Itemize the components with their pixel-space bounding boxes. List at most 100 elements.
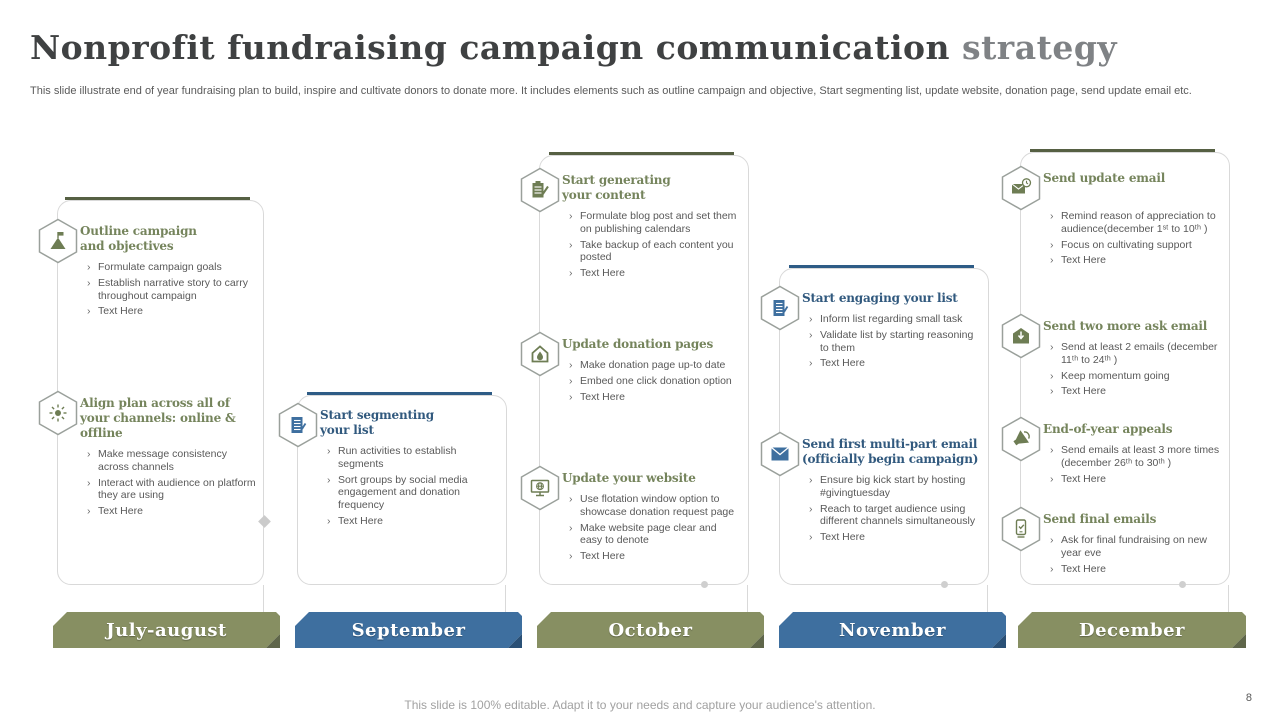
month-bar-september: September (295, 612, 522, 648)
task-section: Start generating your content ›Formulate… (520, 167, 749, 283)
task-section: End-of-year appeals ›Send emails at leas… (1001, 416, 1230, 488)
section-title: Start generating your content (562, 173, 671, 202)
bullet-item: ›Text Here (327, 514, 383, 527)
footer-note: This slide is 100% editable. Adapt it to… (404, 698, 876, 712)
envelope-icon (760, 431, 800, 477)
task-section: Update donation pages ›Make donation pag… (520, 331, 749, 406)
month-label: July-august (106, 619, 227, 641)
monitor-globe-icon (520, 465, 560, 511)
page-title: Nonprofit fundraising campaign communica… (30, 28, 1117, 67)
section-title: Update donation pages (562, 337, 714, 351)
task-section: Send final emails ›Ask for final fundrai… (1001, 506, 1230, 578)
bullet-item: ›Sort groups by social media engagement … (327, 473, 468, 512)
dot-marker (941, 581, 948, 588)
bullet-item: ›Text Here (87, 505, 143, 518)
task-section: Align plan across all of your channels: … (38, 390, 264, 521)
page-number: 8 (1245, 692, 1252, 704)
section-title: Send first multi-part email (officially … (802, 437, 979, 466)
month-label: September (351, 619, 466, 641)
task-section: Outline campaign and objectives ›Formula… (38, 218, 264, 321)
phone-check-icon (1001, 506, 1041, 552)
task-section: Send update email ›Remind reason of appr… (1001, 165, 1230, 270)
bullet-item: ›Make donation page up-to date (569, 359, 726, 371)
bullet-list: ›Use flotation window option to showcase… (539, 493, 741, 563)
task-section: Send two more ask email ›Send at least 2… (1001, 313, 1230, 401)
month-bar-july-august: July-august (53, 612, 280, 648)
connector-line (263, 585, 264, 613)
bullet-item: ›Take backup of each content you posted (569, 238, 734, 264)
timeline-column-october: Start generating your content ›Formulate… (520, 0, 749, 660)
bullet-item: ›Formulate blog post and set them on pub… (569, 210, 737, 235)
bullet-item: ›Inform list regarding small task (809, 313, 963, 325)
task-section: Send first multi-part email (officially … (760, 431, 989, 547)
bullet-item: ›Run activities to establish segments (327, 445, 457, 470)
slide-description: This slide illustrate end of year fundra… (30, 85, 1192, 97)
bullet-item: ›Make message consistency across channel… (87, 448, 227, 473)
bullet-list: ›Make message consistency across channel… (57, 448, 256, 518)
bullet-item: ›Keep momentum going (1050, 369, 1170, 382)
title-highlight: strategy (961, 28, 1118, 67)
section-title: Align plan across all of your channels: … (80, 396, 236, 440)
bullet-list: ›Send emails at least 3 more times (dece… (1020, 444, 1222, 485)
section-title: Update your website (562, 471, 696, 485)
connector-line (747, 585, 748, 613)
section-title: Send final emails (1043, 512, 1157, 526)
checklist-icon (760, 285, 800, 331)
bullet-item: ›Text Here (569, 390, 625, 403)
task-section: Start segmenting your list ›Run activiti… (278, 402, 507, 531)
bullet-item: ›Use flotation window option to showcase… (569, 493, 735, 518)
bullet-item: ›Text Here (569, 550, 625, 563)
section-title: End-of-year appeals (1043, 422, 1173, 436)
month-bar-shape (53, 612, 280, 648)
bullet-item: ›Text Here (809, 531, 865, 544)
bullet-item: ›Reach to target audience using differen… (809, 502, 976, 528)
timeline-column-july-august: Outline campaign and objectives ›Formula… (38, 0, 264, 660)
accent-line (65, 197, 250, 200)
title-main: Nonprofit fundraising campaign communica… (30, 28, 962, 67)
bullet-item: ›Establish narrative story to carry thro… (87, 276, 248, 302)
bullet-item: ›Text Here (809, 357, 865, 370)
bullet-item: ›Send emails at least 3 more times (dece… (1050, 444, 1220, 469)
timeline-column-december: Send update email ›Remind reason of appr… (1001, 0, 1230, 660)
month-bar-december: December (1018, 612, 1246, 648)
bullet-item: ›Make website page clear and easy to den… (569, 521, 717, 547)
month-bar-shape (779, 612, 1006, 648)
month-bar-november: November (779, 612, 1006, 648)
connector-line (987, 585, 988, 613)
column-card (297, 395, 507, 585)
column-card (779, 268, 989, 585)
checklist-icon (278, 402, 318, 448)
month-label: December (1078, 619, 1186, 641)
bullet-list: ›Make donation page up-to date›Embed one… (539, 359, 741, 403)
bullet-list: ›Remind reason of appreciation to audien… (1020, 210, 1222, 267)
bullet-item: ›Ask for final fundraising on new year e… (1050, 534, 1207, 559)
bullet-list: ›Inform list regarding small task›Valida… (779, 313, 981, 370)
month-label: November (839, 619, 946, 641)
dot-marker (701, 581, 708, 588)
bullet-list: ›Send at least 2 emails (december 11ᵗʰ t… (1020, 341, 1222, 398)
bullet-item: ›Ensure big kick start by hosting #givin… (809, 474, 966, 499)
accent-line (789, 265, 974, 268)
section-title: Outline campaign and objectives (80, 224, 197, 253)
bullet-item: ›Text Here (569, 267, 625, 280)
mountain-flag-icon (38, 218, 78, 264)
task-section: Start engaging your list ›Inform list re… (760, 285, 989, 373)
section-title: Start segmenting your list (320, 408, 434, 437)
month-bar-shape (295, 612, 522, 648)
month-bar-shape (1018, 612, 1246, 648)
timeline-column-september: Start segmenting your list ›Run activiti… (278, 0, 507, 660)
bullet-item: ›Text Here (1050, 385, 1106, 398)
bullet-item: ›Focus on cultivating support (1050, 238, 1192, 251)
column-card (539, 155, 749, 585)
bullet-list: ›Ensure big kick start by hosting #givin… (779, 474, 981, 544)
dot-marker (1179, 581, 1186, 588)
envelope-download-icon (1001, 313, 1041, 359)
accent-line (1030, 149, 1215, 152)
bullet-item: ›Remind reason of appreciation to audien… (1050, 210, 1216, 235)
connector-line (1228, 585, 1229, 613)
section-title: Send two more ask email (1043, 319, 1208, 333)
task-section: Update your website ›Use flotation windo… (520, 465, 749, 566)
section-title: Send update email (1043, 171, 1166, 185)
network-rays-icon (38, 390, 78, 436)
